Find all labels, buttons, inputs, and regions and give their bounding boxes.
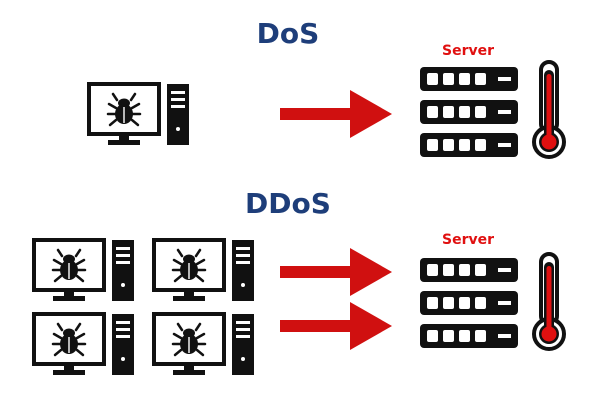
ddos-attacker-computer-3 xyxy=(34,314,134,375)
dos-server-rack-icon xyxy=(420,67,518,157)
ddos-title: DDoS xyxy=(245,187,331,220)
ddos-attacker-computer-2 xyxy=(154,240,254,301)
ddos-arrow-icon-upper xyxy=(280,248,392,296)
ddos-attacker-computer-4 xyxy=(154,314,254,375)
ddos-server-rack-icon xyxy=(420,258,518,348)
ddos-thermometer-icon xyxy=(532,252,566,351)
ddos-attacker-computer-1 xyxy=(34,240,134,301)
dos-attacker-computer xyxy=(89,84,189,145)
dos-arrow-icon xyxy=(280,90,392,138)
dos-title: DoS xyxy=(256,17,320,50)
ddos-arrow-icon-lower xyxy=(280,302,392,350)
dos-thermometer-icon xyxy=(532,60,566,159)
ddos-server-label: Server xyxy=(441,232,494,248)
dos-server-label: Server xyxy=(441,43,494,59)
